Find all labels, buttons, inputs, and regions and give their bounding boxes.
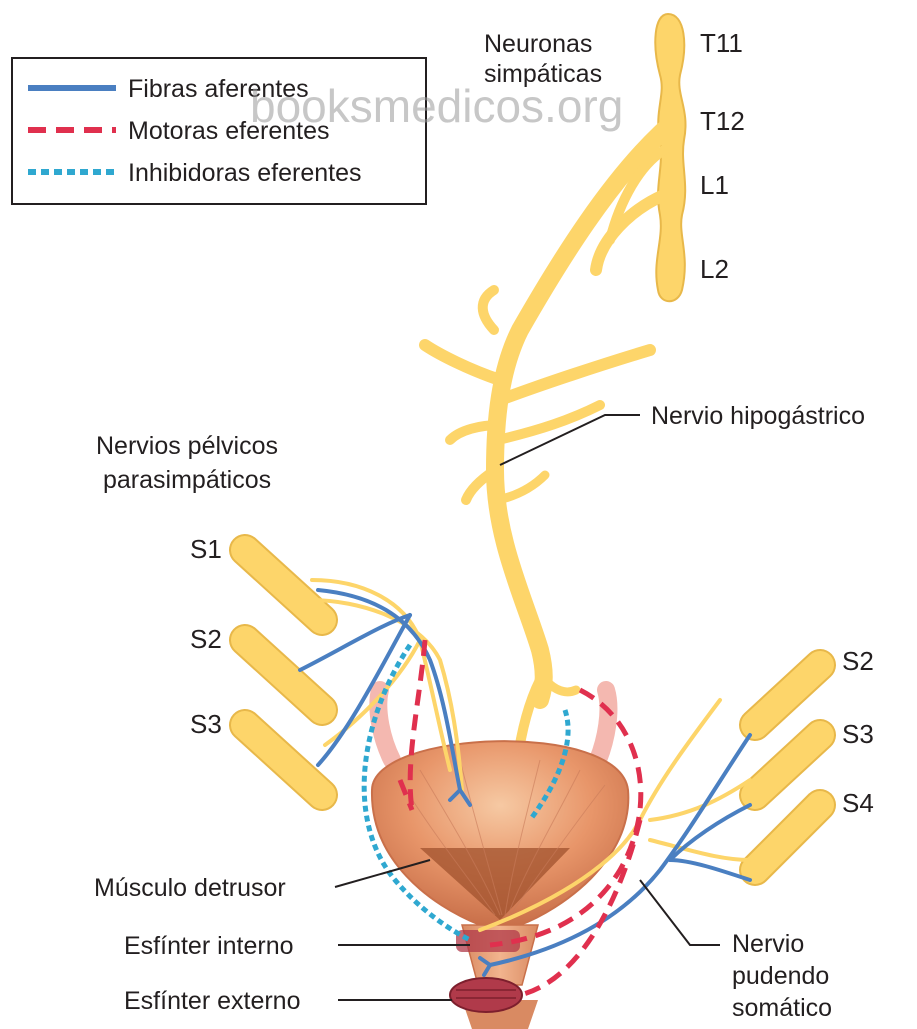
hypogastric-nerve	[425, 130, 664, 780]
sympathetic-label-line2: simpáticas	[484, 60, 602, 88]
left-segment-s1: S1	[190, 534, 222, 564]
hypogastric-label: Nervio hipogástrico	[651, 402, 865, 430]
segment-l1: L1	[700, 170, 729, 200]
left-segment-s2: S2	[190, 624, 222, 654]
internal-sphincter-label: Esfínter interno	[124, 932, 294, 960]
legend-inhibitory-label: Inhibidoras eferentes	[128, 159, 361, 187]
external-sphincter-shape	[450, 978, 522, 1012]
right-segment-s3: S3	[842, 719, 874, 749]
segment-t12: T12	[700, 106, 745, 136]
pudendal-label-line1: Nervio	[732, 930, 804, 958]
right-ureter	[598, 690, 608, 760]
pelvic-label-line1: Nervios pélvicos	[96, 432, 278, 460]
detrusor-label: Músculo detrusor	[94, 874, 286, 902]
right-sacral-roots	[755, 665, 820, 870]
right-segment-s4: S4	[842, 788, 874, 818]
segment-l2: L2	[700, 254, 729, 284]
segment-t11: T11	[700, 28, 743, 58]
pudendal-leader	[640, 880, 720, 945]
right-segment-s2: S2	[842, 646, 874, 676]
pudendal-label-line2: pudendo	[732, 962, 829, 990]
left-segment-s3: S3	[190, 709, 222, 739]
internal-sphincter-shape	[456, 930, 520, 952]
pelvic-label-line2: parasimpáticos	[103, 466, 271, 494]
sympathetic-label-line1: Neuronas	[484, 30, 592, 58]
left-sacral-roots	[245, 550, 322, 795]
pudendal-label-line3: somático	[732, 994, 832, 1022]
external-sphincter-label: Esfínter externo	[124, 987, 300, 1015]
